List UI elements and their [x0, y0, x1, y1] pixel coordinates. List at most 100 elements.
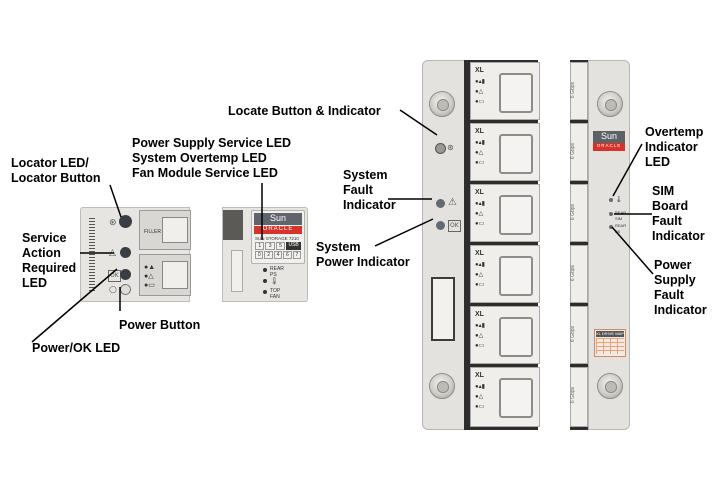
- system-power-label: System Power Indicator: [316, 240, 410, 270]
- drive-bay-leds: ●▲●△●▭: [144, 264, 156, 289]
- bottom-thumbscrew[interactable]: [597, 373, 623, 399]
- drive-bay-edge: 6 Gbps: [570, 245, 588, 303]
- chassis-right-rack-ear: Sun ORACLE 🌡 REAR SIM REAR PS XL DRIVE M…: [588, 60, 630, 430]
- oracle-logo: ORACLE: [254, 226, 302, 234]
- drive-handle[interactable]: [499, 134, 533, 174]
- chassis-left-rack-ear: ⊛ ⚠ OK: [422, 60, 466, 430]
- drive-bay[interactable]: XL●▴▮●△●▭: [470, 306, 540, 364]
- overtemp-indicator-led: [609, 198, 613, 202]
- power-ok-label: Power/OK LED: [32, 341, 121, 355]
- drive-label: XL: [475, 128, 484, 135]
- sim-board-fault-indicator: [609, 212, 613, 216]
- drive-handle[interactable]: [499, 378, 533, 418]
- filler-label: FILLER: [144, 229, 161, 235]
- map-cell: 1: [255, 242, 265, 250]
- label-line: Supply: [654, 273, 696, 287]
- locator-button[interactable]: [119, 215, 132, 228]
- drive-rate-label: 6 Gbps: [570, 264, 577, 282]
- warning-triangle-icon: △: [109, 248, 116, 258]
- bottom-thumbscrew[interactable]: [429, 373, 455, 399]
- label-line: Required: [22, 261, 77, 275]
- drive-column-right: 6 Gbps 6 Gbps 6 Gbps 6 Gbps 6 Gbps 6 Gbp…: [570, 60, 588, 430]
- label-line: SIM: [652, 184, 675, 198]
- label-line: Indicator: [652, 229, 705, 243]
- drive-leds: ●▴▮●△●▭: [475, 201, 485, 227]
- drive-rate-label: 6 Gbps: [570, 325, 577, 343]
- label-line: Indicator: [654, 303, 707, 317]
- power-icon: ○: [109, 285, 117, 295]
- barcode-strip: [89, 218, 95, 293]
- label-line: Indicator: [343, 198, 396, 212]
- locator-led-label: Locator LED/ Locator Button: [11, 156, 101, 186]
- system-fault-label: System Fault Indicator: [343, 168, 396, 213]
- drive-column-center: XL●▴▮●△●▭ XL●▴▮●△●▭ XL●▴▮●△●▭ XL●▴▮●△●▭ …: [464, 60, 540, 430]
- label-line: Power: [654, 258, 692, 272]
- drive-rate-label: 6 Gbps: [570, 81, 577, 99]
- drive-label: XL: [475, 250, 484, 257]
- label-line: Locator Button: [11, 171, 101, 185]
- map-cell: 4: [273, 251, 283, 259]
- locate-button-indicator[interactable]: [435, 143, 446, 154]
- top-fan-label: TOP FAN: [270, 288, 281, 300]
- filler-bay: FILLER: [139, 210, 191, 250]
- label-line: System: [316, 240, 361, 254]
- drive-handle[interactable]: [499, 256, 533, 296]
- sun-logo: Sun: [593, 131, 625, 143]
- label-line: LED: [645, 155, 670, 169]
- label-line: Fault: [654, 288, 684, 302]
- thermometer-icon: 🌡: [270, 277, 279, 285]
- label-line: Action: [22, 246, 61, 260]
- left-ear-panel: ⊛ △ OK ○ FILLER ●▲●△●▭: [80, 207, 191, 302]
- drive-rate-label: 6 Gbps: [570, 203, 577, 221]
- label-line: Fan Module Service LED: [132, 166, 278, 180]
- drive-bay-edge: 6 Gbps: [570, 367, 588, 427]
- product-badge: Sun ORACLE SUN STORAGE 7210 1 3 5 USB 0 …: [251, 210, 305, 264]
- top-thumbscrew[interactable]: [429, 91, 455, 117]
- xl-drive-map-label: XL DRIVE MAP: [594, 329, 626, 357]
- drive-rate-label: 6 Gbps: [570, 386, 577, 404]
- drive-handle[interactable]: [499, 73, 533, 113]
- power-button-label: Power Button: [119, 318, 201, 332]
- drive-bay[interactable]: XL●▴▮●△●▭: [470, 62, 540, 120]
- psu-overtemp-fan-label: Power Supply Service LED System Overtemp…: [132, 136, 291, 181]
- rear-ps-label: REAR PS: [270, 266, 284, 278]
- drive-bay[interactable]: XL●▴▮●△●▭: [470, 184, 540, 242]
- drive-leds: ●▴▮●△●▭: [475, 79, 485, 105]
- right-ear-panel: Sun ORACLE SUN STORAGE 7210 1 3 5 USB 0 …: [222, 207, 308, 302]
- drive-leds: ●▴▮●△●▭: [475, 140, 485, 166]
- service-action-led: [120, 247, 131, 258]
- power-button[interactable]: [120, 284, 131, 295]
- fan-service-led: [263, 290, 267, 294]
- psu-fault-indicator: [609, 225, 613, 229]
- drive-leds: ●▴▮●△●▭: [475, 384, 485, 410]
- overtemp-indicator-label: Overtemp Indicator LED: [645, 125, 703, 170]
- drive-bay[interactable]: XL ●▴▮●△●▭: [470, 123, 540, 181]
- drive-bay-edge: 6 Gbps: [570, 184, 588, 242]
- label-line: Locator LED/: [11, 156, 89, 170]
- drive-map: 1 3 5 USB 0 2 4 6 7: [255, 242, 302, 260]
- drive-bay-edge: 6 Gbps: [570, 306, 588, 364]
- rear-ps-label: REAR PS: [615, 223, 627, 234]
- drive-handle[interactable]: [499, 317, 533, 357]
- drive-bay[interactable]: XL●▴▮●△●▭: [470, 367, 540, 427]
- rear-sim-label: REAR SIM: [615, 210, 627, 221]
- top-thumbscrew[interactable]: [597, 91, 623, 117]
- map-cell: 5: [275, 242, 286, 250]
- psu-fault-label: Power Supply Fault Indicator: [654, 258, 707, 318]
- label-line: Board: [652, 199, 689, 213]
- label-line: LED: [22, 276, 47, 290]
- label-line: Indicator: [645, 140, 698, 154]
- power-ok-led: [120, 269, 131, 280]
- locator-icon: ⊛: [109, 218, 117, 228]
- drive-handle[interactable]: [499, 195, 533, 235]
- label-line: Fault: [343, 183, 373, 197]
- drive-bay: ●▲●△●▭: [139, 254, 191, 296]
- label-line: Overtemp: [645, 125, 704, 139]
- label-line: Fault: [652, 214, 682, 228]
- drive-bay-edge: 6 Gbps: [570, 123, 588, 181]
- map-cell: 2: [264, 251, 273, 259]
- system-fault-indicator: [436, 199, 445, 208]
- sim-board-fault-label: SIM Board Fault Indicator: [652, 184, 705, 244]
- drive-bay[interactable]: XL●▴▮●△●▭: [470, 245, 540, 303]
- map-cell: 3: [265, 242, 275, 250]
